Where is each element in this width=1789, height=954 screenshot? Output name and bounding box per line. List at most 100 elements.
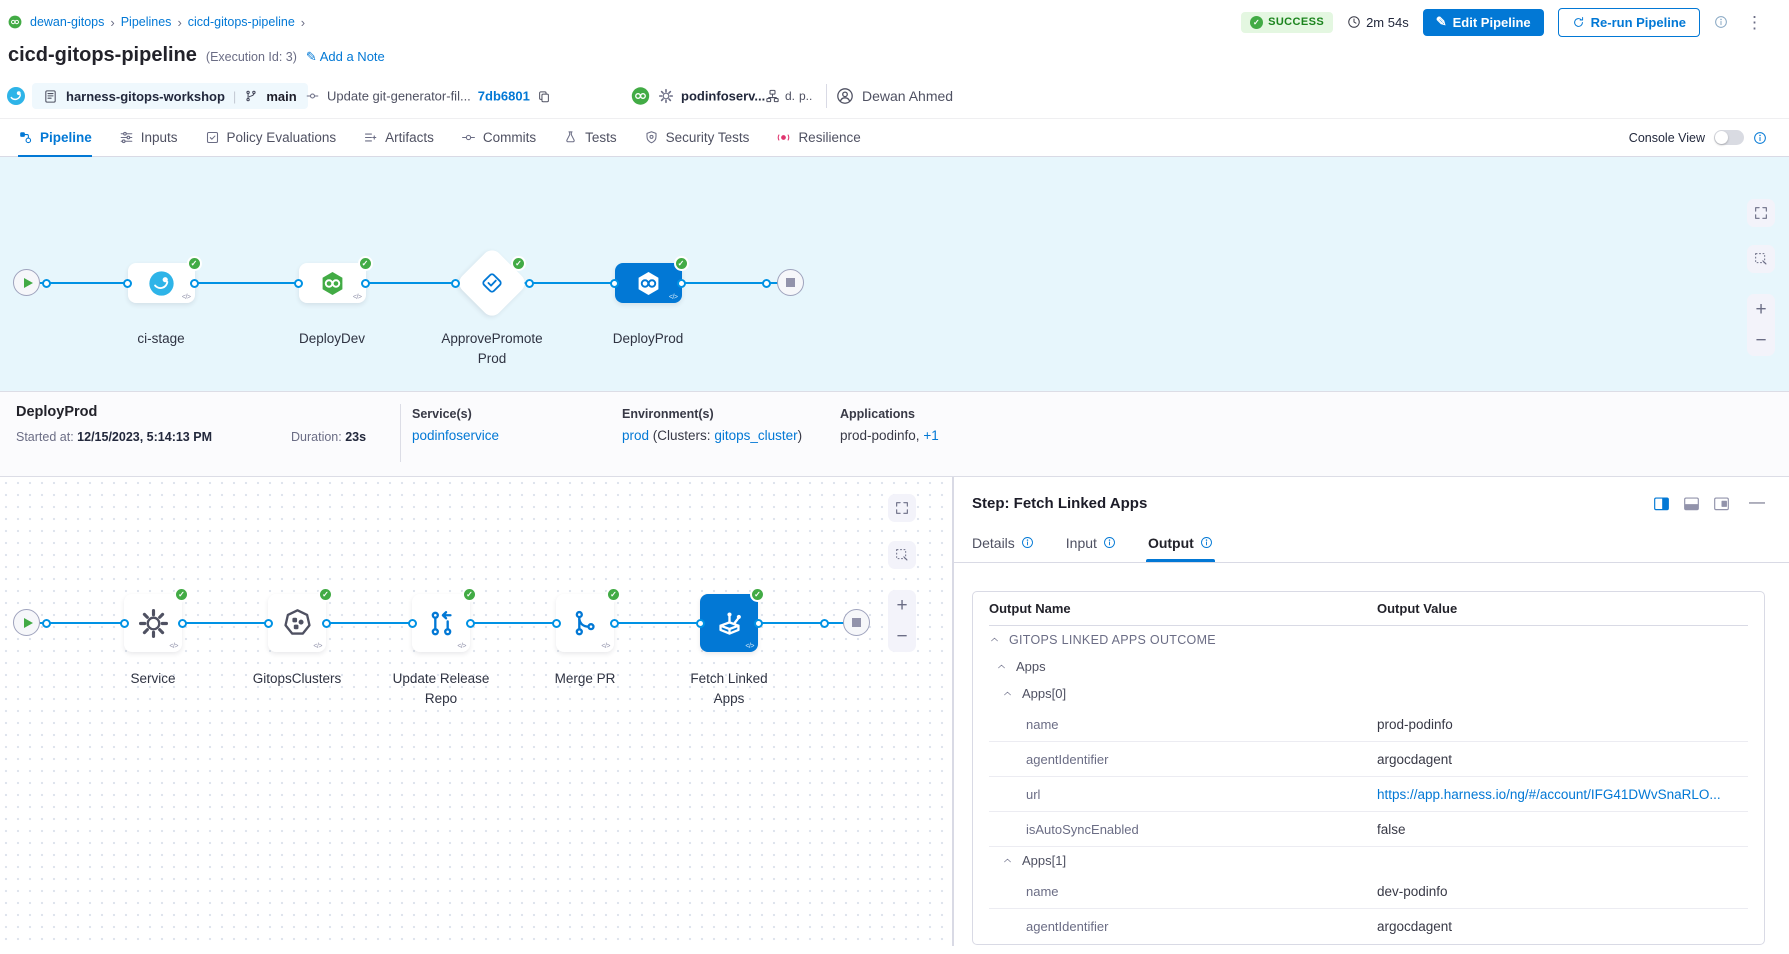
breadcrumb-item[interactable]: cicd-gitops-pipeline [187, 15, 295, 29]
marquee-select-button[interactable] [1747, 245, 1775, 273]
tab-security-tests[interactable]: Security Tests [644, 119, 749, 156]
chevron-up-icon[interactable] [1002, 855, 1013, 866]
gear-icon [137, 607, 170, 640]
user-name: Dewan Ahmed [862, 88, 954, 104]
tab-commits[interactable]: Commits [461, 119, 536, 156]
stage-node-approvepromoteprod[interactable]: ✓ApprovePromoteProd [441, 246, 543, 366]
pipeline-end-node [777, 269, 804, 296]
triggered-by-user: Dewan Ahmed [836, 87, 953, 105]
panel-tab-input[interactable]: Input [1066, 523, 1116, 562]
tab-pipeline[interactable]: Pipeline [18, 119, 92, 157]
tab-inputs[interactable]: Inputs [119, 119, 178, 156]
layout-right-view-icon[interactable] [1653, 496, 1670, 511]
table-row: agentIdentifier argocdagent [989, 742, 1748, 777]
step-node-gitopsclusters[interactable]: ✓GitopsClusters</> [253, 587, 341, 686]
zoom-out-button[interactable]: − [896, 625, 908, 647]
chevron-up-icon[interactable] [1002, 688, 1013, 699]
breadcrumb-item[interactable]: dewan-gitops [30, 15, 105, 29]
success-check-icon: ✓ [357, 256, 373, 271]
table-row[interactable]: Apps [989, 653, 1748, 680]
cluster-link[interactable]: gitops_cluster [714, 428, 798, 443]
step-node-fetch-linked-apps[interactable]: ✓Fetch Linked Apps</> [690, 587, 768, 706]
copy-icon[interactable] [537, 89, 551, 103]
more-options-icon[interactable]: ⋮ [1746, 12, 1763, 32]
layout-float-view-icon[interactable] [1713, 496, 1730, 511]
environment-link[interactable]: prod [622, 428, 650, 443]
step-node-service[interactable]: ✓Service</> [119, 587, 189, 686]
step-node-update-release-repo[interactable]: ✓Update Release Repo</> [393, 587, 489, 706]
info-icon[interactable] [1753, 131, 1767, 145]
info-icon[interactable] [1714, 15, 1728, 29]
refresh-icon [1572, 16, 1585, 29]
repo-icon [43, 89, 58, 104]
success-check-icon: ✓ [1250, 15, 1264, 29]
service-name-truncated[interactable]: podinfoserv... [681, 88, 766, 104]
stage-node-deployprod[interactable]: ✓DeployProd</> [610, 256, 689, 346]
step-details-panel: Step: Fetch Linked Apps — Details Input … [953, 477, 1789, 946]
pencil-icon: ✎ [1435, 14, 1447, 29]
commit-sha[interactable]: 7db6801 [477, 88, 530, 104]
rerun-pipeline-button[interactable]: Re-run Pipeline [1557, 7, 1700, 37]
edit-pipeline-button[interactable]: ✎ Edit Pipeline [1422, 8, 1544, 36]
fullscreen-button[interactable] [888, 494, 916, 522]
env-truncated-2[interactable]: p.. [799, 89, 813, 103]
branch-name: main [266, 88, 297, 104]
success-check-icon: ✓ [673, 256, 689, 271]
table-row[interactable]: Apps[1] [989, 847, 1748, 874]
tab-resilience[interactable]: Resilience [776, 119, 861, 156]
tab-policy-evaluations[interactable]: Policy Evaluations [205, 119, 336, 156]
node-label: Update Release Repo [392, 671, 490, 706]
step-panel-title: Step: Fetch Linked Apps [972, 494, 1148, 512]
node-label: DeployDev [298, 331, 366, 346]
commits-icon [461, 130, 476, 145]
cluster-icon [765, 89, 780, 104]
clusters-icon [281, 607, 314, 640]
gear-icon [658, 88, 674, 104]
chevron-up-icon[interactable] [989, 634, 1000, 645]
table-row[interactable]: Apps[0] [989, 680, 1748, 707]
console-view-label: Console View [1628, 130, 1705, 145]
fullscreen-button[interactable] [1747, 199, 1775, 227]
play-icon [23, 617, 33, 628]
play-icon [23, 277, 33, 288]
service-link[interactable]: podinfoservice [412, 428, 500, 443]
chevron-right-icon: › [110, 14, 115, 30]
zoom-in-button[interactable]: + [896, 594, 908, 616]
layout-bottom-view-icon[interactable] [1683, 496, 1700, 511]
top-bar: dewan-gitops›Pipelines›cicd-gitops-pipel… [0, 0, 1789, 44]
zoom-out-button[interactable]: − [1755, 329, 1767, 351]
services-column: Service(s) podinfoservice [412, 407, 500, 443]
execution-duration: 2m 54s [1347, 15, 1409, 30]
marquee-select-button[interactable] [888, 541, 916, 569]
avatar-icon [836, 87, 854, 105]
stage-node-ci-stage[interactable]: ✓ci-stage</> [123, 256, 202, 346]
zoom-in-button[interactable]: + [1755, 298, 1767, 320]
approval-icon [479, 270, 505, 296]
table-row: name dev-podinfo [989, 874, 1748, 909]
repo-branch-pill[interactable]: harness-gitops-workshop | main [32, 83, 308, 109]
console-view-toggle[interactable] [1714, 130, 1744, 145]
tab-artifacts[interactable]: Artifacts [363, 119, 434, 156]
stage-node-deploydev[interactable]: ✓DeployDev</> [294, 256, 373, 346]
panel-tab-details[interactable]: Details [972, 523, 1034, 562]
add-note-link[interactable]: ✎ Add a Note [305, 49, 385, 64]
collapse-panel-icon[interactable]: — [1749, 494, 1765, 511]
commit-info[interactable]: Update git-generator-fil... 7db6801 [305, 89, 551, 104]
tab-tests[interactable]: Tests [563, 119, 617, 156]
table-row[interactable]: GITOPS LINKED APPS OUTCOME [989, 626, 1748, 653]
pipeline-start-node [13, 269, 40, 296]
commit-message: Update git-generator-fil... [327, 88, 471, 104]
chevron-up-icon[interactable] [996, 661, 1007, 672]
env-truncated-1[interactable]: d. [785, 89, 796, 103]
step-node-merge-pr[interactable]: ✓Merge PR</> [551, 587, 621, 686]
breadcrumb: dewan-gitops›Pipelines›cicd-gitops-pipel… [8, 15, 305, 30]
success-check-icon: ✓ [606, 587, 621, 602]
pipeline-icon [18, 130, 33, 145]
info-icon [1021, 536, 1034, 549]
success-check-icon: ✓ [750, 587, 765, 602]
success-check-icon: ✓ [511, 256, 526, 271]
breadcrumb-item[interactable]: Pipelines [120, 15, 172, 29]
panel-tab-output[interactable]: Output [1145, 523, 1215, 562]
applications-more-link[interactable]: +1 [923, 428, 939, 443]
node-label: ci-stage [137, 331, 185, 346]
